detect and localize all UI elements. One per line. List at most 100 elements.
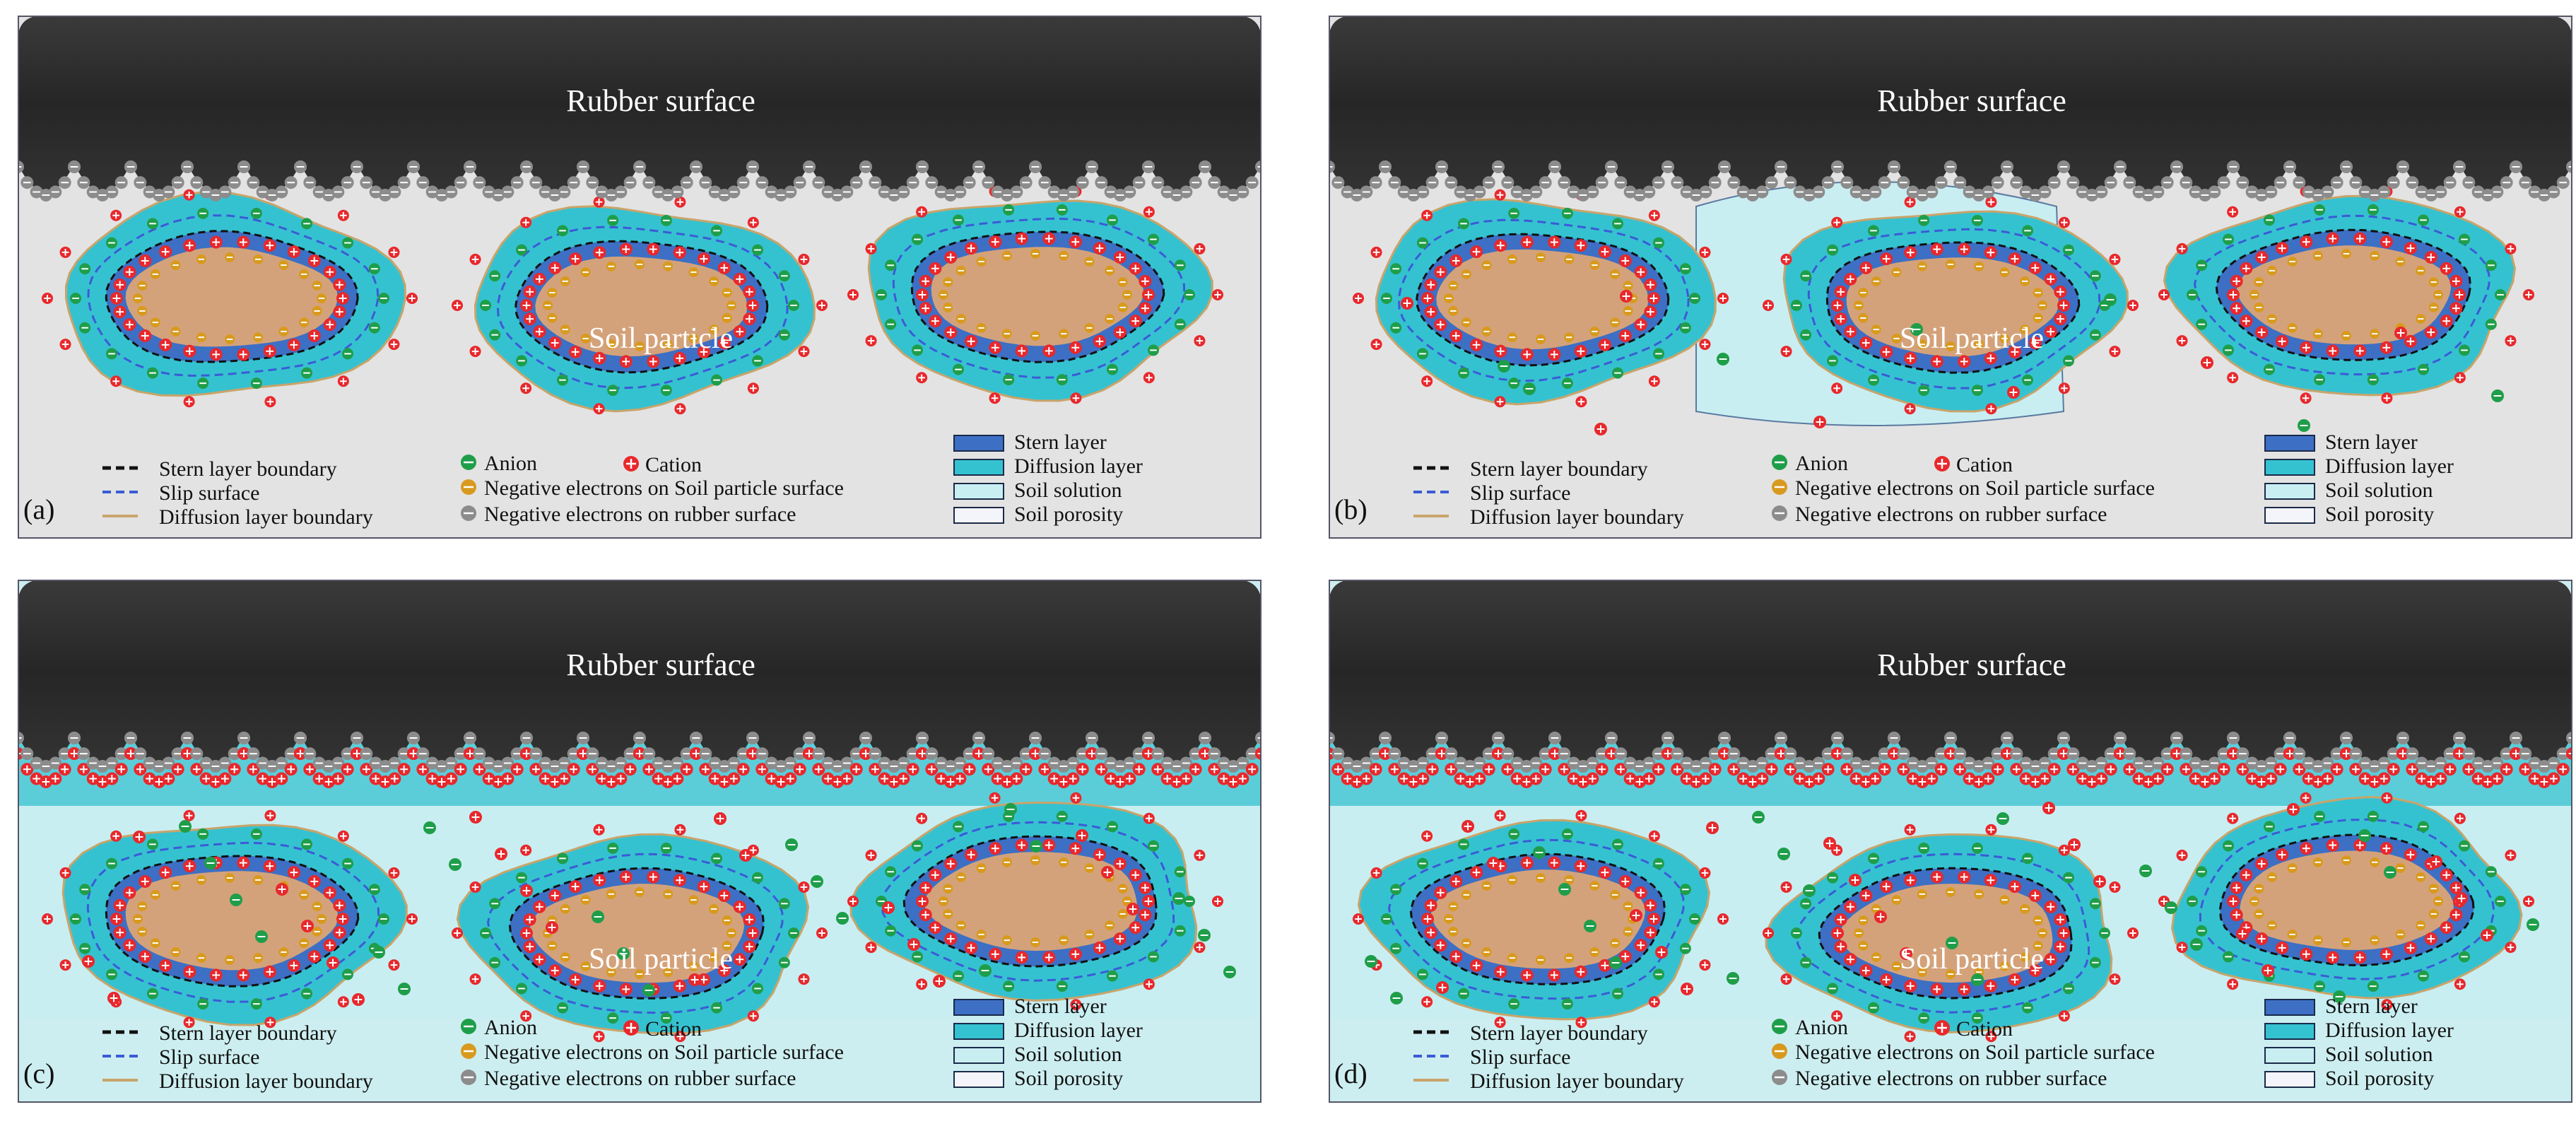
cation: [275, 772, 288, 785]
cation: [2201, 356, 2213, 369]
legend-diffusion-layer: Diffusion layer: [2325, 1019, 2454, 1042]
soil-electron: [299, 317, 310, 328]
rubber-electron: [1897, 176, 1910, 189]
rubber-electron: [1208, 176, 1221, 189]
cation: [1652, 763, 1665, 776]
soil-electron: [1623, 926, 1633, 937]
soil-electron: [278, 326, 289, 336]
legend: Stern layer boundary Slip surface Diffus…: [1413, 430, 2454, 529]
anion: [2418, 363, 2429, 375]
cation: [1093, 848, 1106, 862]
anion: [660, 842, 672, 854]
anion: [79, 263, 91, 275]
anion: [341, 348, 353, 360]
soil-electron: [1001, 329, 1012, 339]
anion: [711, 225, 722, 237]
cation-icon: [1934, 456, 1950, 472]
cation: [1369, 763, 1382, 776]
cation: [2404, 941, 2417, 954]
anion: [1147, 951, 1159, 963]
cation: [1930, 242, 1943, 256]
cation: [989, 341, 1002, 354]
soil-electron: [943, 302, 953, 312]
anion: [2491, 390, 2504, 402]
cation: [816, 300, 828, 311]
cation: [798, 973, 810, 985]
rubber-electron: [2227, 160, 2240, 173]
legend-soil-electrons: Negative electrons on Soil particle surf…: [484, 1041, 844, 1064]
cation: [264, 809, 276, 821]
soil-electron: [580, 895, 591, 906]
cation: [2044, 953, 2057, 966]
rubber-electron: [1142, 732, 1155, 744]
cation: [2381, 792, 2393, 804]
legend: Stern layer boundary Slip surface Diffus…: [1413, 995, 2454, 1093]
soil-electron-icon: [1772, 1043, 1787, 1059]
cation: [2176, 242, 2188, 254]
soil-electron: [2020, 952, 2030, 963]
cation: [1904, 351, 1917, 365]
anion: [197, 377, 209, 390]
cation: [1139, 302, 1152, 315]
cation: [747, 382, 759, 394]
cation: [1015, 232, 1028, 245]
soil-particle-core: [1431, 869, 1645, 969]
rubber-electron: [1888, 732, 1900, 744]
soil-electron: [1001, 935, 1012, 946]
cation: [1042, 838, 1056, 852]
cation: [388, 959, 400, 971]
cation: [2255, 250, 2269, 264]
anion: [1612, 838, 1623, 850]
cation: [1780, 253, 1792, 265]
cation: [2454, 206, 2466, 218]
cation: [989, 842, 1002, 855]
cation: [68, 747, 81, 760]
cation: [1727, 763, 1741, 776]
rubber-electron: [275, 185, 288, 199]
cation: [237, 348, 250, 361]
rubber-electron: [1329, 160, 1335, 173]
cation: [59, 867, 71, 879]
soil-electron: [722, 915, 732, 926]
rubber-electron: [784, 185, 797, 199]
rubber-electron: [2443, 176, 2457, 189]
anion: [1971, 973, 1984, 986]
rubber-electron: [1010, 185, 1023, 199]
rubber-electron: [162, 756, 175, 770]
cation: [388, 867, 400, 879]
cation: [1821, 763, 1835, 776]
cation: [2044, 272, 2057, 286]
rubber-electron: [623, 747, 637, 761]
soil-electron: [1448, 305, 1459, 316]
soil-electron: [1105, 265, 1115, 276]
soil-electron: [1059, 250, 1069, 261]
rubber-electron: [2217, 747, 2230, 761]
rubber-electron: [1765, 176, 1778, 189]
cation: [59, 339, 71, 351]
rubber-electron: [416, 176, 430, 189]
cation: [2057, 747, 2070, 760]
cation: [614, 772, 628, 785]
rubber-electron: [1784, 747, 1797, 761]
rubber-electron-icon: [1772, 505, 1787, 521]
soil-electron: [1610, 938, 1621, 949]
cation: [2109, 346, 2121, 358]
anion: [1056, 204, 1068, 216]
soil-electron: [1481, 881, 1492, 891]
rubber-electron: [2274, 747, 2287, 761]
soil-electron: [253, 874, 264, 885]
soil-electron: [2033, 915, 2043, 926]
cation: [965, 848, 978, 862]
cation: [803, 747, 816, 760]
cation: [1194, 849, 1206, 861]
rubber-electron: [2264, 185, 2278, 199]
cation: [454, 763, 467, 776]
soil-electron: [2433, 896, 2443, 906]
rubber-electron: [925, 176, 939, 189]
cation: [1699, 339, 1711, 351]
anion: [711, 1002, 722, 1014]
anion: [711, 853, 722, 865]
cation: [746, 299, 759, 312]
soil-electron: [1536, 334, 1546, 344]
cation: [1548, 747, 1561, 760]
